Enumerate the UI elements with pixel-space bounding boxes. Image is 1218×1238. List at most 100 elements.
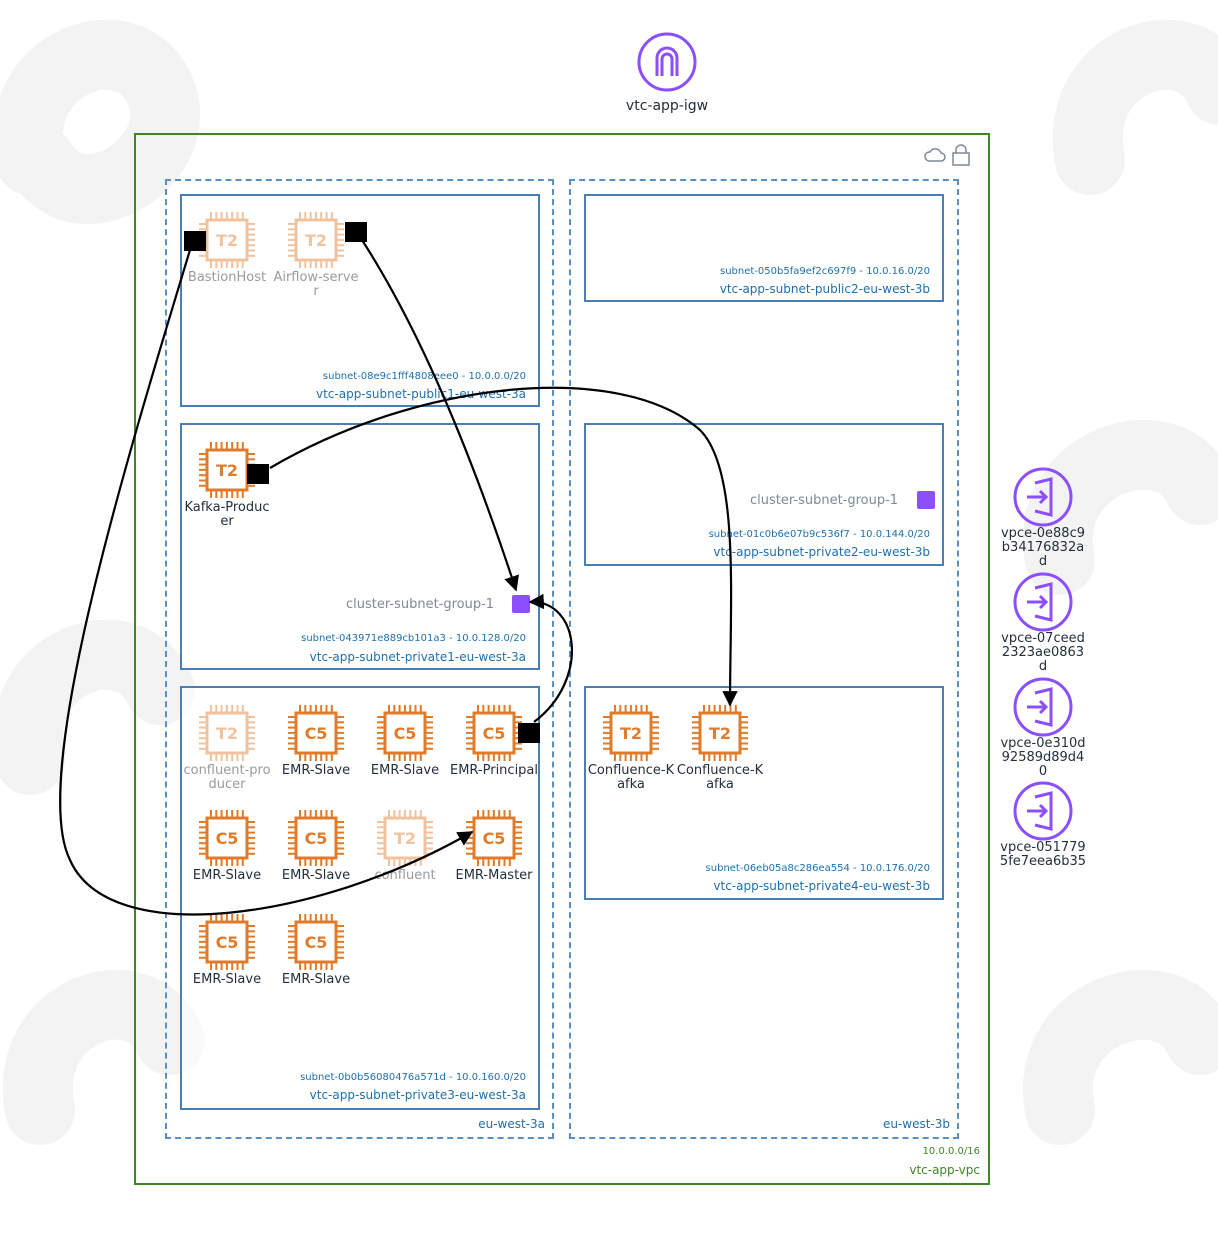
az-eu-west-3b[interactable] [569,179,959,1139]
vpc-icons [924,144,971,166]
ec2-c5-instance-icon: C5 [466,705,522,761]
ec2-t2-instance-icon: T2 [603,705,659,761]
vpc-endpoint-icon [1013,572,1073,632]
ec2-emr-slave[interactable]: C5 EMR-Slave [271,703,361,778]
endpoint-label: vpce-0517795fe7eea6b35 [999,840,1087,869]
instance-label: Kafka-Producer [184,500,270,529]
ec2-confluence-kafka[interactable]: T2 Confluence-Kafka [675,703,765,792]
edge-port [247,464,269,484]
subnet-id: subnet-01c0b6e07b9c536f7 - 10.0.144.0/20 [708,529,930,540]
chip-type-label: C5 [216,829,239,848]
ec2-c5-instance-icon: C5 [199,914,255,970]
chip-type-label: T2 [394,829,416,848]
database-subnet-group-icon [917,491,935,509]
ec2-confluent-producer[interactable]: T2 confluent-producer [182,703,272,792]
chip-type-label: C5 [305,724,328,743]
ec2-t2-instance-icon: T2 [692,705,748,761]
subnet-public2[interactable]: subnet-050b5fa9ef2c697f9 - 10.0.16.0/20 … [584,194,944,302]
ec2-emr-master[interactable]: C5 EMR-Master [449,808,539,883]
ec2-t2-instance-icon: T2 [199,212,255,268]
instance-label: EMR-Principal [449,763,539,778]
ec2-emr-slave[interactable]: C5 EMR-Slave [271,912,361,987]
chip-type-label: T2 [305,231,327,250]
edge-port [345,222,367,242]
ec2-t2-instance-icon: T2 [288,212,344,268]
instance-label: EMR-Slave [192,868,262,883]
database-subnet-group-icon [512,595,530,613]
ec2-t2-instance-icon: T2 [199,705,255,761]
chip-type-label: T2 [620,724,642,743]
az-label-3a: eu-west-3a [478,1117,545,1131]
chip-type-label: T2 [709,724,731,743]
subnet-id: subnet-06eb05a8c286ea554 - 10.0.176.0/20 [705,863,930,874]
vpc-endpoint-icon [1013,781,1073,841]
cluster-subnet-group-private1[interactable]: cluster-subnet-group-1 [346,597,495,612]
endpoint-label: vpce-0e88c9b34176832ad [1000,526,1085,569]
ec2-emr-slave[interactable]: C5 EMR-Slave [182,808,272,883]
instance-label: EMR-Slave [281,763,351,778]
ec2-emr-slave[interactable]: C5 EMR-Slave [360,703,450,778]
ec2-c5-instance-icon: C5 [288,705,344,761]
instance-label: Airflow-server [273,270,359,299]
subnet-id: subnet-050b5fa9ef2c697f9 - 10.0.16.0/20 [720,266,930,277]
internet-gateway-icon [637,32,697,92]
instance-label: confluent-producer [183,763,271,792]
ec2-c5-instance-icon: C5 [288,914,344,970]
vpc-name: vtc-app-vpc [909,1163,980,1177]
subnet-name: vtc-app-subnet-private1-eu-west-3a [309,650,526,664]
lock-icon [952,144,970,166]
instance-label: confluent [374,868,436,883]
chip-type-label: C5 [216,933,239,952]
subnet-private4[interactable]: subnet-06eb05a8c286ea554 - 10.0.176.0/20… [584,686,944,900]
ec2-t2-instance-icon: T2 [377,810,433,866]
vpc-endpoint[interactable]: vpce-0e88c9b34176832ad [998,467,1088,569]
chip-type-label: C5 [305,933,328,952]
chip-type-label: C5 [483,724,506,743]
endpoint-label: vpce-0e310d92589d89d40 [1000,736,1086,779]
vpc-endpoint-icon [1013,677,1073,737]
igw-label: vtc-app-igw [625,98,709,114]
chip-type-label: T2 [216,724,238,743]
vpc-endpoint[interactable]: vpce-07ceed2323ae0863d [998,572,1088,674]
subnet-name: vtc-app-subnet-private3-eu-west-3a [309,1088,526,1102]
instance-label: Confluence-Kafka [676,763,764,792]
instance-label: EMR-Slave [281,972,351,987]
vpc-endpoint-icon [1013,467,1073,527]
subnet-name: vtc-app-subnet-public1-eu-west-3a [315,387,526,401]
vpc-endpoint[interactable]: vpce-0517795fe7eea6b35 [998,781,1088,869]
edge-port [518,723,540,743]
subnet-name: vtc-app-subnet-private4-eu-west-3b [713,879,930,893]
chip-type-label: C5 [394,724,417,743]
instance-label: Confluence-Kafka [587,763,675,792]
subnet-id: subnet-08e9c1fff4808eee0 - 10.0.0.0/20 [322,371,526,382]
chip-type-label: C5 [305,829,328,848]
subnet-id: subnet-0b0b56080476a571d - 10.0.160.0/20 [300,1072,526,1083]
chip-type-label: T2 [216,461,238,480]
subnet-id: subnet-043971e889cb101a3 - 10.0.128.0/20 [301,633,526,644]
instance-label: EMR-Slave [281,868,351,883]
ec2-c5-instance-icon: C5 [466,810,522,866]
chip-type-label: C5 [483,829,506,848]
ec2-confluence-kafka[interactable]: T2 Confluence-Kafka [586,703,676,792]
instance-label: EMR-Slave [370,763,440,778]
cloud-icon [924,148,946,162]
instance-label: EMR-Slave [192,972,262,987]
ec2-c5-instance-icon: C5 [377,705,433,761]
instance-label: EMR-Master [455,868,533,883]
ec2-emr-slave[interactable]: C5 EMR-Slave [271,808,361,883]
subnet-name: vtc-app-subnet-private2-eu-west-3b [713,545,930,559]
endpoint-label: vpce-07ceed2323ae0863d [1001,631,1085,674]
internet-gateway[interactable]: vtc-app-igw [597,32,737,114]
ec2-c5-instance-icon: C5 [288,810,344,866]
ec2-kafka-producer[interactable]: T2 Kafka-Producer [182,440,272,529]
az-label-3b: eu-west-3b [882,1117,950,1131]
chip-type-label: T2 [216,231,238,250]
subnet-name: vtc-app-subnet-public2-eu-west-3b [719,282,930,296]
edge-port [184,231,206,251]
ec2-emr-slave[interactable]: C5 EMR-Slave [182,912,272,987]
cluster-subnet-group-private2[interactable]: cluster-subnet-group-1 [750,493,899,508]
vpc-endpoint[interactable]: vpce-0e310d92589d89d40 [998,677,1088,779]
vpc-cidr: 10.0.0.0/16 [922,1146,980,1157]
instance-label: BastionHost [187,270,267,285]
ec2-confluent[interactable]: T2 confluent [360,808,450,883]
